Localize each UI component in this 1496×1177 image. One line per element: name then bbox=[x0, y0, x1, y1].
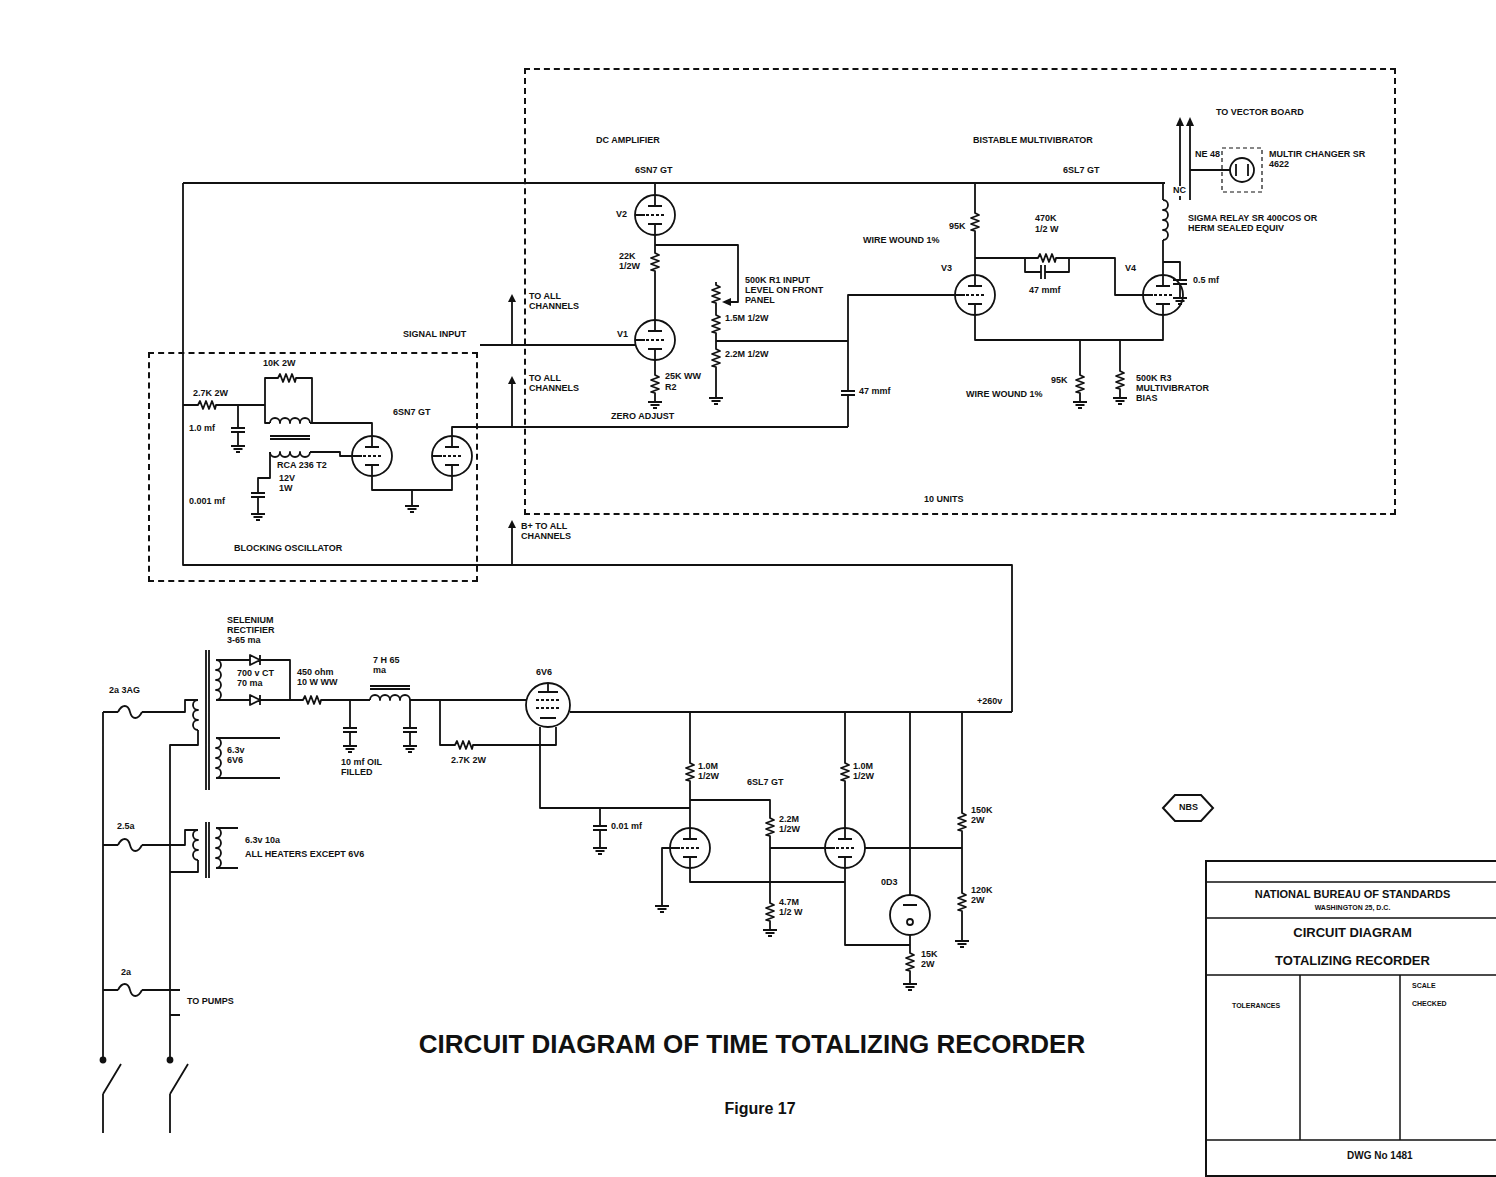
component-label: 470K bbox=[1034, 214, 1058, 224]
component-label: SIGNAL INPUT bbox=[402, 330, 467, 340]
component-label: 2.7K 2W bbox=[450, 756, 487, 766]
node-text: TOLERANCES bbox=[1232, 1002, 1280, 1010]
component-label: V3 bbox=[940, 264, 953, 274]
component-label: DC AMPLIFIER bbox=[595, 136, 661, 146]
component-label: 2.7K 2W bbox=[192, 389, 229, 399]
component-label: +260v bbox=[976, 697, 1003, 707]
component-label: B+ TO ALL CHANNELS bbox=[520, 522, 592, 542]
component-label: 6SL7 GT bbox=[1062, 166, 1101, 176]
component-label: 95K bbox=[1050, 376, 1069, 386]
title-block-rules bbox=[1205, 882, 1496, 1140]
component-label: 2a bbox=[120, 968, 132, 978]
title-block: NATIONAL BUREAU OF STANDARDS WASHINGTON 2… bbox=[1205, 860, 1496, 1177]
component-label: 6SN7 GT bbox=[634, 166, 674, 176]
component-label: 10K 2W bbox=[262, 359, 297, 369]
component-label: 450 ohm 10 W WW bbox=[296, 668, 342, 688]
component-label: 150K 2W bbox=[970, 806, 1002, 826]
component-label: SELENIUM RECTIFIER 3-65 ma bbox=[226, 616, 280, 646]
component-label: 6.3v 10a bbox=[244, 836, 281, 846]
component-label: 0D3 bbox=[880, 878, 899, 888]
circuit-wiring bbox=[101, 124, 1263, 1133]
component-label: 7 H 65 ma bbox=[372, 656, 404, 676]
component-label: TO ALL CHANNELS bbox=[528, 374, 586, 394]
component-label: R2 bbox=[664, 383, 678, 393]
component-label: V4 bbox=[1124, 264, 1137, 274]
component-label: NC bbox=[1172, 186, 1187, 196]
component-label: 12V 1W bbox=[278, 474, 302, 494]
component-label: 700 v CT 70 ma bbox=[236, 669, 284, 689]
component-label: 4.7M 1/2 W bbox=[778, 898, 810, 918]
component-label: NE 48 bbox=[1194, 150, 1221, 160]
figure-title: CIRCUIT DIAGRAM OF TIME TOTALIZING RECOR… bbox=[419, 1030, 1085, 1059]
node-text: 10 UNITS bbox=[924, 495, 964, 505]
component-label: 15K 2W bbox=[920, 950, 948, 970]
arrowheads bbox=[508, 117, 1194, 528]
component-label: 0.001 mf bbox=[188, 497, 226, 507]
component-label: 0.5 mf bbox=[1192, 276, 1220, 286]
component-label: SIGMA RELAY SR 400COS OR HERM SEALED EQU… bbox=[1187, 214, 1339, 234]
component-label: 2.5a bbox=[116, 822, 136, 832]
node-text: NATIONAL BUREAU OF STANDARDS bbox=[1207, 888, 1496, 900]
component-label: TO PUMPS bbox=[186, 997, 235, 1007]
component-label: 6.3v 6V6 bbox=[226, 746, 258, 766]
component-label: 1.5M 1/2W bbox=[724, 314, 770, 324]
component-label: MULTIR CHANGER SR 4622 bbox=[1268, 150, 1380, 170]
component-label: 10 mf OIL FILLED bbox=[340, 758, 392, 778]
signal-wire bbox=[478, 426, 524, 428]
component-label: 0.01 mf bbox=[610, 822, 643, 832]
component-label: WIRE WOUND 1% bbox=[965, 390, 1044, 400]
node-text: BLOCKING OSCILLATOR bbox=[234, 544, 342, 554]
component-label: ALL HEATERS EXCEPT 6V6 bbox=[244, 850, 365, 860]
component-label: NBS bbox=[1178, 803, 1199, 813]
component-label: 6V6 bbox=[535, 668, 553, 678]
nbs-logo bbox=[1163, 795, 1213, 821]
component-label: ZERO ADJUST bbox=[610, 412, 675, 422]
component-label: 47 mmf bbox=[858, 387, 892, 397]
component-label: 2.2M 1/2W bbox=[724, 350, 770, 360]
component-label: 6SN7 GT bbox=[392, 408, 432, 418]
node-text: WASHINGTON 25, D.C. bbox=[1207, 904, 1496, 912]
component-label: TO ALL CHANNELS bbox=[528, 292, 586, 312]
node-text: CHECKED bbox=[1412, 1000, 1447, 1008]
component-label: 6SL7 GT bbox=[746, 778, 785, 788]
component-label: 2a 3AG bbox=[108, 686, 141, 696]
component-label: WIRE WOUND 1% bbox=[862, 236, 941, 246]
component-label: 500K R1 INPUT LEVEL ON FRONT PANEL bbox=[744, 276, 838, 306]
node-text: TOTALIZING RECORDER bbox=[1207, 954, 1496, 968]
component-label: 1/2 W bbox=[1034, 225, 1060, 235]
component-label: V2 bbox=[615, 210, 628, 220]
component-label: 120K 2W bbox=[970, 886, 1002, 906]
figure-caption: Figure 17 bbox=[724, 1100, 795, 1118]
component-label: 25K WW bbox=[664, 372, 702, 382]
component-label: 1.0 mf bbox=[188, 424, 216, 434]
component-label: 1.0M 1/2W bbox=[697, 762, 727, 782]
component-label: 2.2M 1/2W bbox=[778, 815, 808, 835]
component-label: 22K 1/2W bbox=[618, 252, 646, 272]
component-label: 47 mmf bbox=[1028, 286, 1062, 296]
node-text: DWG No 1481 bbox=[1347, 1150, 1413, 1161]
node-text: CIRCUIT DIAGRAM bbox=[1207, 926, 1496, 940]
component-label: BISTABLE MULTIVIBRATOR bbox=[972, 136, 1094, 146]
component-label: 95K bbox=[948, 222, 967, 232]
node-text: SCALE bbox=[1412, 982, 1436, 990]
component-label: TO VECTOR BOARD bbox=[1215, 108, 1305, 118]
component-label: V1 bbox=[616, 330, 629, 340]
component-label: 1.0M 1/2W bbox=[852, 762, 882, 782]
component-label: 500K R3 MULTIVIBRATOR BIAS bbox=[1135, 374, 1213, 404]
component-label: RCA 236 T2 bbox=[276, 461, 328, 471]
